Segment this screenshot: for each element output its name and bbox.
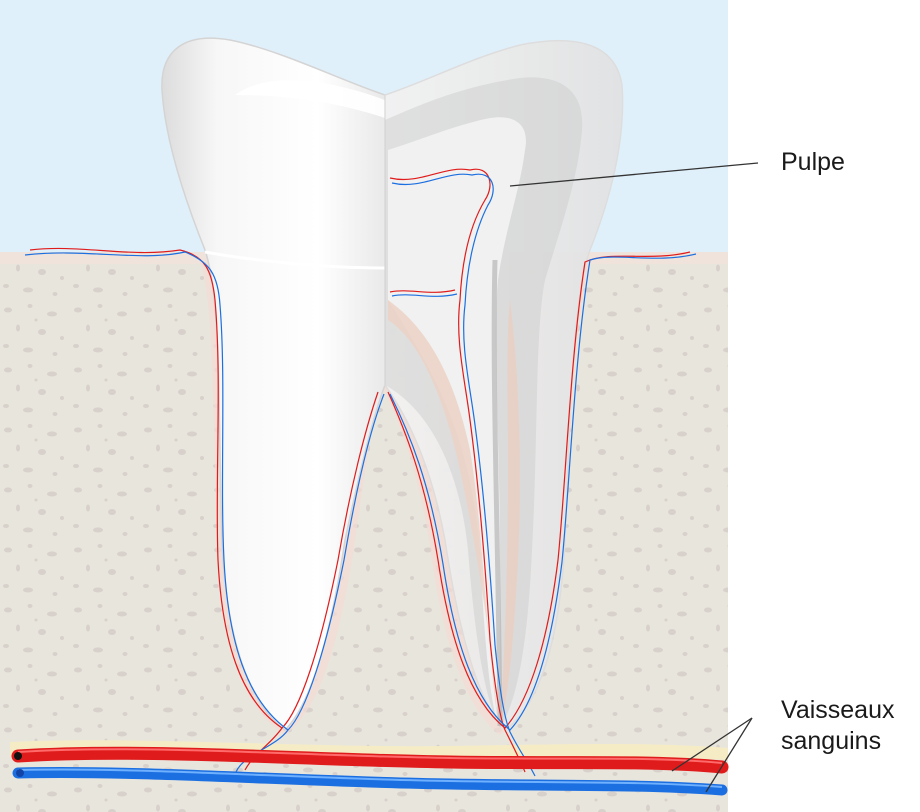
- main-artery: [11, 746, 729, 774]
- vaisseaux-label-line1: Vaisseaux: [781, 696, 895, 724]
- root-dentin-pink: [500, 300, 520, 728]
- cemento-enamel-junction: [204, 250, 386, 270]
- main-artery-highlight: [17, 748, 723, 764]
- enamel-highlight: [235, 80, 385, 118]
- vaisseaux-leader-line-2: [705, 717, 753, 793]
- vein-end: [16, 769, 24, 777]
- main-vein-highlight: [17, 768, 723, 788]
- pulpe-label: Pulpe: [781, 148, 845, 176]
- vaisseaux-label-line2: sanguins: [781, 727, 882, 755]
- root-cementum: [388, 300, 498, 725]
- artery-end: [14, 752, 22, 760]
- vaisseaux-sanguins-label: Vaisseaux sanguins: [781, 695, 895, 757]
- vein-network: [24, 173, 697, 777]
- vaisseaux-leader-line-1: [671, 717, 753, 772]
- root-canal: [491, 259, 503, 727]
- tooth-enamel: [161, 37, 386, 731]
- main-vein: [12, 767, 728, 796]
- pulpe-leader-line: [509, 162, 759, 187]
